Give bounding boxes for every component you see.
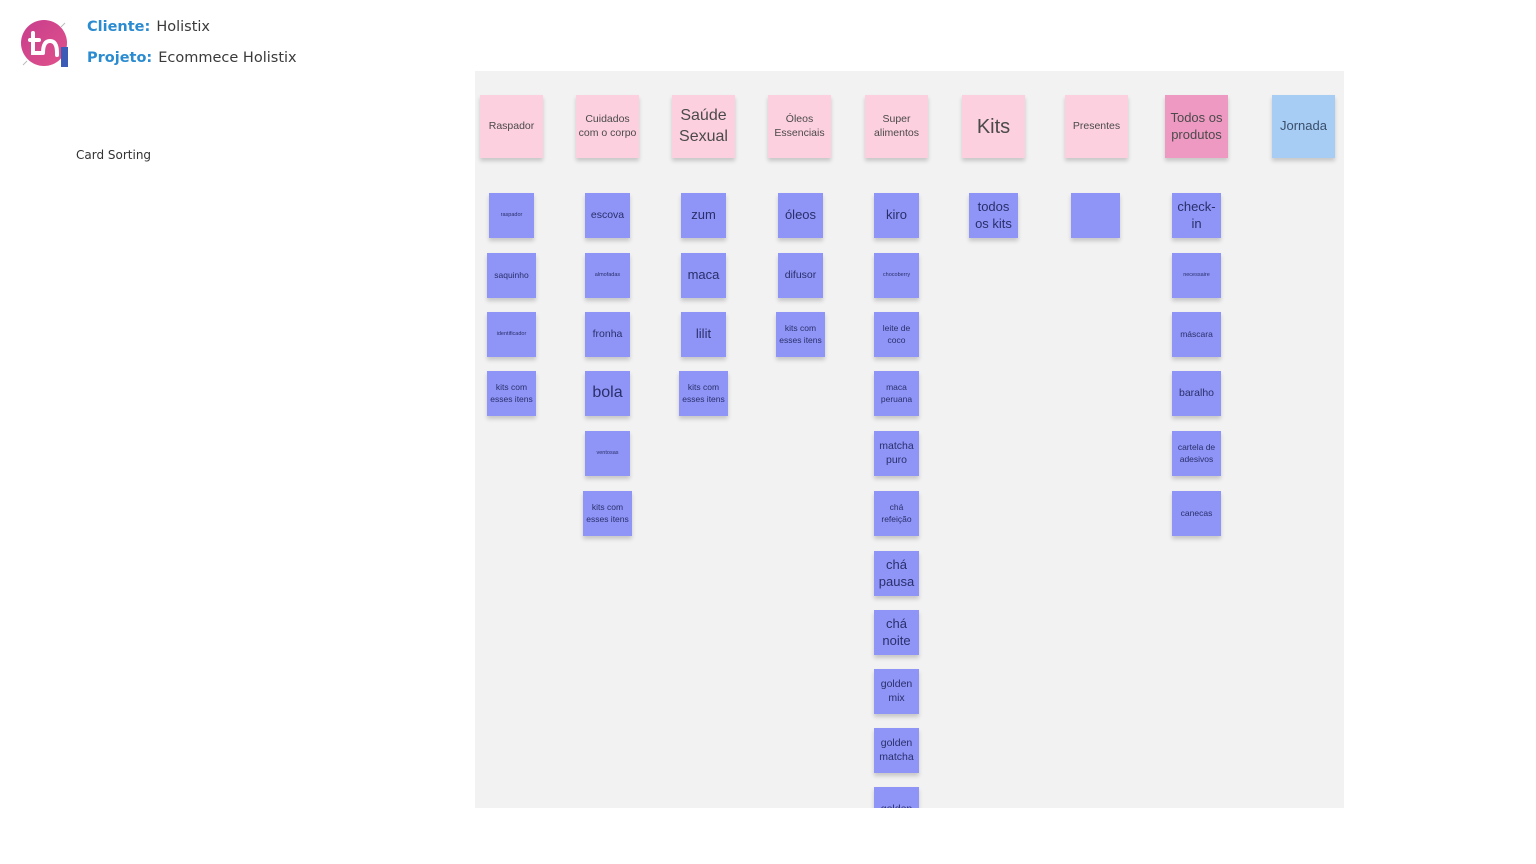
card-difusor[interactable]: difusor [778, 253, 823, 298]
card-kiro[interactable]: kiro [874, 193, 919, 238]
card-bola[interactable]: bola [585, 371, 630, 416]
card-empty[interactable] [1071, 193, 1120, 238]
card-cha-pausa[interactable]: chá pausa [874, 551, 919, 596]
card-zum[interactable]: zum [681, 193, 726, 238]
column-header-oleos[interactable]: Óleos Essenciais [768, 95, 831, 158]
card-fronha[interactable]: fronha [585, 312, 630, 357]
client-label: Cliente: [87, 19, 151, 35]
project-value: Ecommece Holistix [158, 50, 297, 66]
card-matcha-puro[interactable]: matcha puro [874, 431, 919, 476]
card-check-in[interactable]: check-in [1172, 193, 1221, 238]
client-value: Holistix [156, 19, 210, 35]
card-cha-noite[interactable]: chá noite [874, 610, 919, 655]
card-chocoberry[interactable]: chocoberry [874, 253, 919, 298]
card-cartela-de-adesivos[interactable]: cartela de adesivos [1172, 431, 1221, 476]
card-kits-saude[interactable]: kits com esses itens [679, 371, 728, 416]
card-maca[interactable]: maca [681, 253, 726, 298]
column-header-presentes[interactable]: Presentes [1065, 95, 1128, 158]
card-golden-matcha[interactable]: golden matcha [874, 728, 919, 773]
card-saquinho[interactable]: saquinho [487, 253, 536, 298]
brand-logo [21, 20, 68, 67]
card-ventosas[interactable]: ventosas [585, 431, 630, 476]
column-header-saude-sexual[interactable]: Saúde Sexual [672, 95, 735, 158]
card-maca-peruana[interactable]: maca peruana [874, 371, 919, 416]
card-oleos[interactable]: óleos [778, 193, 823, 238]
section-title: Card Sorting [76, 148, 152, 162]
card-identificador[interactable]: identificador [487, 312, 536, 357]
card-golden-mix[interactable]: golden mix [874, 669, 919, 714]
column-header-todos-os-produtos[interactable]: Todos os produtos [1165, 95, 1228, 158]
card-lilit[interactable]: lilit [681, 312, 726, 357]
column-header-raspador[interactable]: Raspador [480, 95, 543, 158]
column-header-super-alimentos[interactable]: Super alimentos [865, 95, 928, 158]
column-header-cuidados[interactable]: Cuidados com o corpo [576, 95, 639, 158]
card-leite-de-coco[interactable]: leite de coco [874, 312, 919, 357]
client-row: Cliente: Holistix [87, 19, 210, 35]
column-header-jornada[interactable]: Jornada [1272, 95, 1335, 158]
sorting-board[interactable]: Raspador raspador saquinho identificador… [475, 71, 1344, 808]
card-canecas[interactable]: canecas [1172, 491, 1221, 536]
card-kits-oleos[interactable]: kits com esses itens [776, 312, 825, 357]
card-baralho[interactable]: baralho [1172, 371, 1221, 416]
card-raspador[interactable]: raspador [489, 193, 534, 238]
card-almofadas[interactable]: almofadas [585, 253, 630, 298]
card-cha-refeicao[interactable]: chá refeição [874, 491, 919, 536]
project-row: Projeto: Ecommece Holistix [87, 50, 297, 66]
card-kits-raspador[interactable]: kits com esses itens [487, 371, 536, 416]
card-kits-cuidados[interactable]: kits com esses itens [583, 491, 632, 536]
column-header-kits[interactable]: Kits [962, 95, 1025, 158]
card-escova[interactable]: escova [585, 193, 630, 238]
card-todos-os-kits[interactable]: todos os kits [969, 193, 1018, 238]
card-necessaire[interactable]: necessaire [1172, 253, 1221, 298]
project-label: Projeto: [87, 50, 153, 66]
card-mascara[interactable]: máscara [1172, 312, 1221, 357]
card-golden[interactable]: golden [874, 787, 919, 808]
